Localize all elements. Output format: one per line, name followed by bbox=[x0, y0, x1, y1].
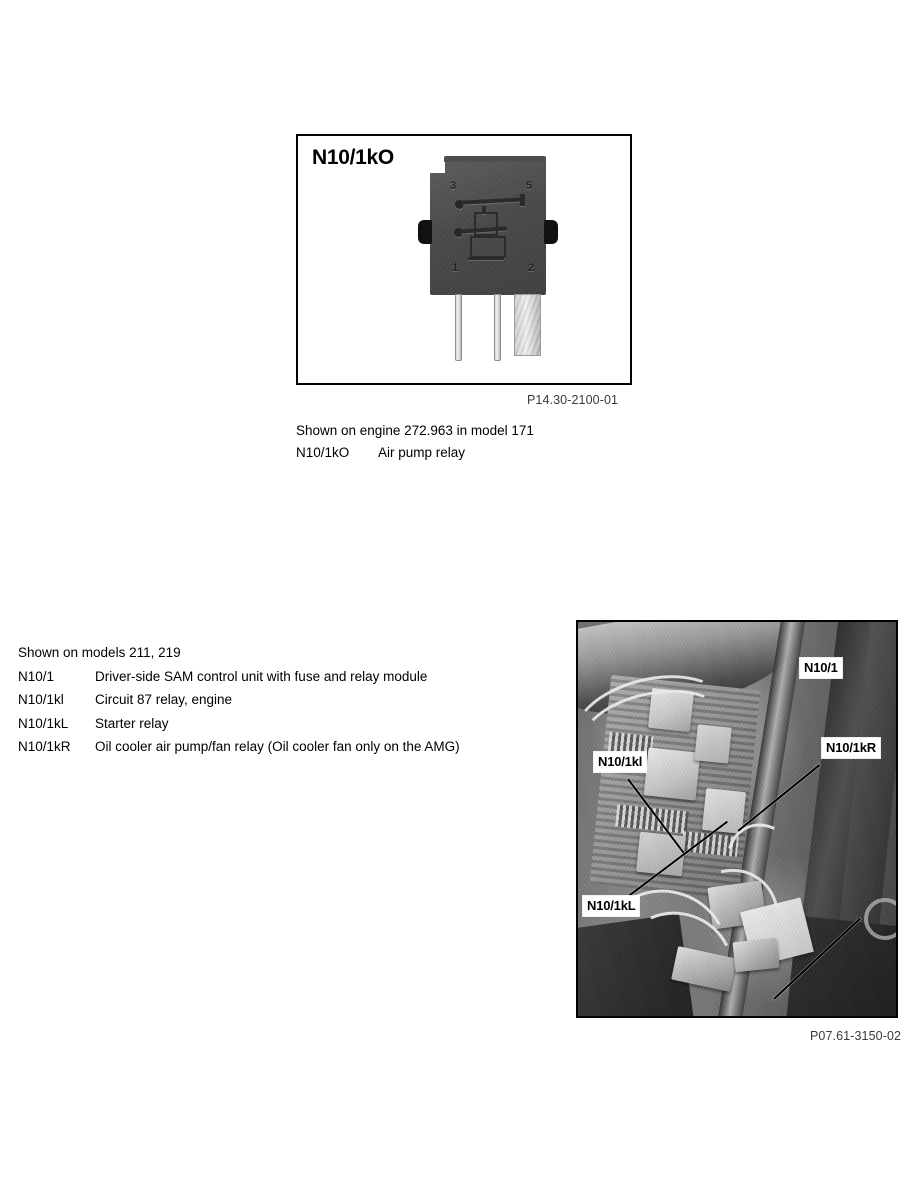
sam-figure-frame: N10/1 N10/1kR N10/1kl N10/1kL bbox=[576, 620, 898, 1018]
callout-n10-1: N10/1 bbox=[800, 658, 842, 678]
relay-terminal-dot-upper bbox=[455, 200, 464, 209]
relay-terminal-blade-1 bbox=[455, 294, 462, 361]
relay-figure-label: N10/1kO bbox=[312, 146, 394, 169]
sam-legend-code: N10/1kL bbox=[18, 715, 69, 731]
relay-pin-number-3: 3 bbox=[450, 180, 457, 192]
relay-figure-reference-code: P14.30-2100-01 bbox=[527, 393, 619, 407]
relay-housing-notch bbox=[430, 162, 445, 173]
relay-figure-frame: N10/1kO 3 5 1 2 bbox=[296, 134, 632, 385]
sam-legend-description: Circuit 87 relay, engine bbox=[95, 692, 233, 707]
sam-legend-description: Oil cooler air pump/fan relay (Oil coole… bbox=[95, 739, 460, 754]
sam-legend-code: N10/1 bbox=[18, 668, 55, 684]
sam-legend: Shown on models 211, 219 N10/1 Driver-si… bbox=[18, 641, 538, 759]
callout-n10-1kr: N10/1kR bbox=[822, 738, 880, 758]
sam-legend-row: N10/1 Driver-side SAM control unit with … bbox=[18, 665, 538, 689]
relay-pin-number-2: 2 bbox=[528, 262, 535, 274]
relay-coil-baseline bbox=[468, 257, 504, 260]
sam-legend-row: N10/1kL Starter relay bbox=[18, 712, 538, 736]
sam-figure-reference-code: P07.61-3150-02 bbox=[810, 1029, 902, 1043]
relay-legend-row: N10/1kO Air pump relay bbox=[296, 442, 716, 464]
relay-contact-stop-upper bbox=[520, 194, 525, 206]
relay-terminal-blade-2 bbox=[494, 294, 501, 361]
relay-legend: Shown on engine 272.963 in model 171 N10… bbox=[296, 420, 716, 464]
relay-coil-symbol bbox=[474, 212, 498, 236]
relay-pin-number-5: 5 bbox=[526, 180, 533, 192]
sam-legend-row: N10/1kR Oil cooler air pump/fan relay (O… bbox=[18, 735, 538, 759]
relay-illustration: 3 5 1 2 bbox=[410, 154, 570, 369]
relay-mounting-tab-right bbox=[544, 220, 558, 244]
relay-coil-lead bbox=[482, 206, 486, 214]
photo-grain-overlay bbox=[578, 622, 896, 1016]
relay-terminal-blade-wide bbox=[514, 294, 541, 356]
callout-n10-1kl-circuit: N10/1kl bbox=[594, 752, 647, 772]
relay-housing-top bbox=[444, 156, 546, 166]
sam-legend-code: N10/1kR bbox=[18, 739, 71, 754]
callout-n10-1kl-starter: N10/1kL bbox=[583, 896, 640, 916]
relay-legend-note: Shown on engine 272.963 in model 171 bbox=[296, 423, 534, 438]
sam-legend-code: N10/1kl bbox=[18, 692, 64, 707]
sam-legend-note: Shown on models 211, 219 bbox=[18, 645, 181, 660]
relay-legend-description: Air pump relay bbox=[378, 445, 466, 460]
relay-pin-number-1: 1 bbox=[452, 262, 459, 274]
sam-legend-description: Starter relay bbox=[95, 715, 169, 731]
relay-legend-code: N10/1kO bbox=[296, 445, 350, 460]
sam-legend-description: Driver-side SAM control unit with fuse a… bbox=[95, 668, 428, 684]
relay-terminal-dot-lower bbox=[454, 228, 463, 237]
sam-legend-row: N10/1kl Circuit 87 relay, engine bbox=[18, 688, 538, 712]
relay-mounting-tab-left bbox=[418, 220, 432, 244]
relay-coil-winding-symbol bbox=[470, 236, 506, 258]
